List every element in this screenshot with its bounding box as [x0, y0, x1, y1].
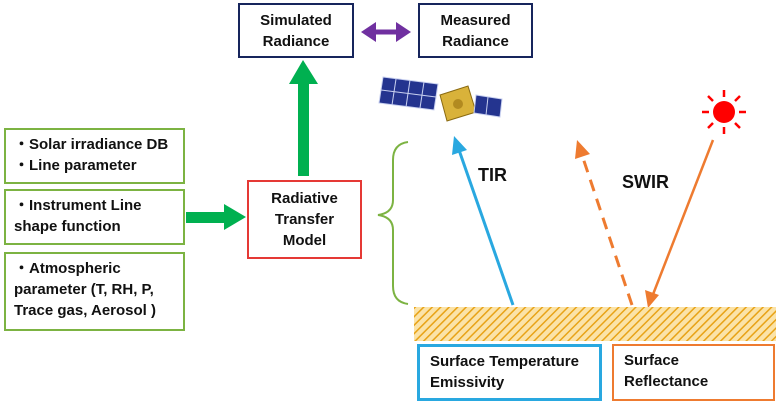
surface-refl-line1: Surface: [624, 352, 680, 369]
solar-line1: ・Solar irradiance DB: [14, 136, 169, 153]
atmos-line2: parameter (T, RH, P,: [14, 281, 154, 298]
measured-radiance-box: Measured Radiance: [418, 3, 533, 58]
atmos-line3: Trace gas, Aerosol ): [14, 302, 157, 319]
measured-line2: Radiance: [442, 32, 509, 50]
simulated-radiance-box: Simulated Radiance: [238, 3, 354, 58]
tir-arrow: [452, 136, 515, 306]
simulated-line2: Radiance: [262, 32, 330, 50]
atmospheric-parameter-box: ・Atmospheric parameter (T, RH, P, Trace …: [4, 252, 185, 331]
radiative-transfer-model-box: Radiative Transfer Model: [247, 180, 362, 259]
instrument-line2: shape function: [14, 218, 121, 235]
tir-label: TIR: [478, 165, 507, 185]
surface-temperature-box: Surface Temperature Emissivity: [417, 344, 602, 401]
swir-label: SWIR: [622, 172, 669, 192]
atmos-line1: ・Atmospheric: [14, 260, 121, 277]
sun-icon: [702, 90, 746, 134]
green-up-arrow: [289, 60, 318, 176]
surface-temp-line2: Emissivity: [430, 374, 505, 391]
ground-surface: [414, 307, 776, 341]
swir-incident-arrow: [645, 139, 715, 308]
surface-refl-line2: Reflectance: [624, 373, 709, 390]
simulated-line1: Simulated: [260, 11, 332, 29]
solar-line2: ・Line parameter: [14, 157, 137, 174]
rtm-line2: Transfer: [274, 211, 335, 228]
surface-temp-line1: Surface Temperature: [430, 353, 579, 370]
surface-reflectance-box: Surface Reflectance: [612, 344, 775, 401]
rtm-line1: Radiative: [271, 190, 338, 207]
measured-line1: Measured: [440, 11, 511, 29]
curly-brace: [377, 141, 409, 305]
comparison-double-arrow: [361, 22, 411, 42]
satellite-icon: [378, 76, 503, 122]
green-right-arrow: [186, 204, 246, 230]
solar-irradiance-box: ・Solar irradiance DB ・Line parameter: [4, 128, 185, 184]
swir-reflected-arrow: [575, 140, 634, 306]
rtm-line3: Model: [282, 232, 327, 249]
instrument-line1: ・Instrument Line: [14, 197, 142, 214]
instrument-line-box: ・Instrument Line shape function: [4, 189, 185, 245]
